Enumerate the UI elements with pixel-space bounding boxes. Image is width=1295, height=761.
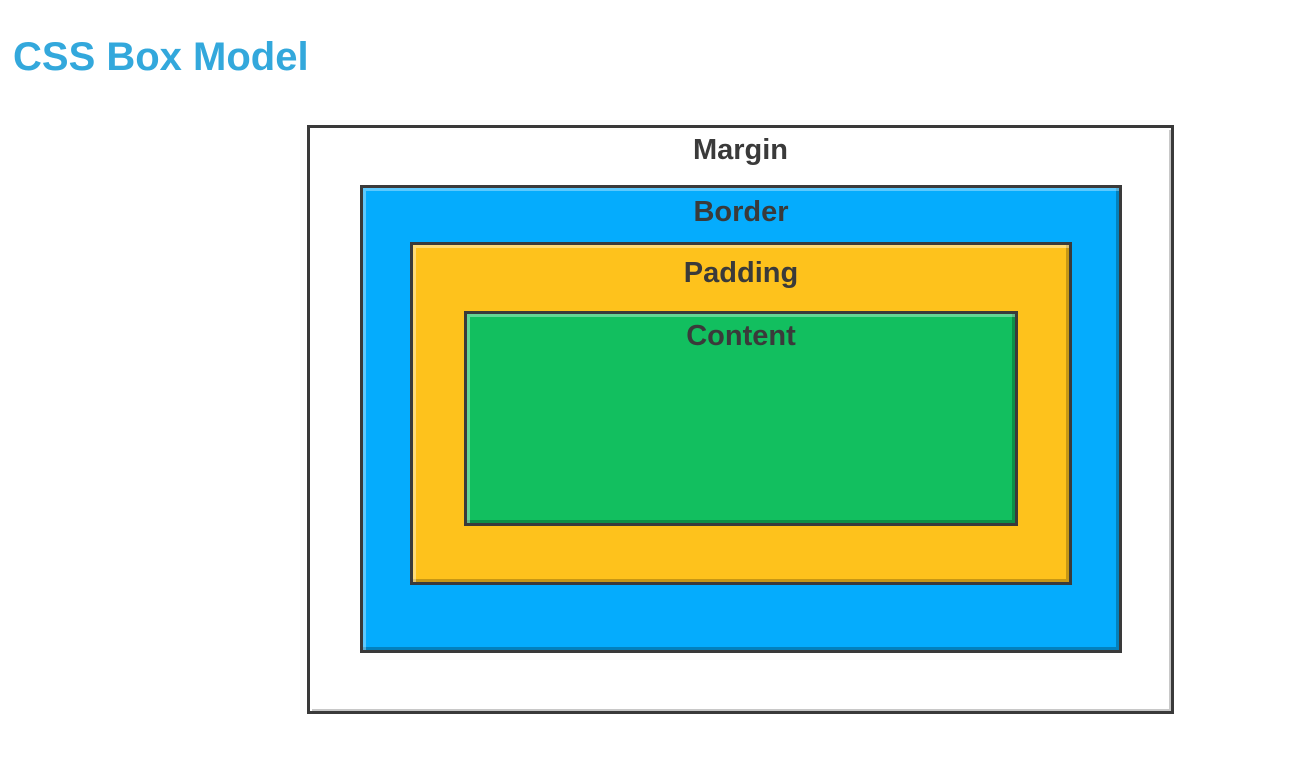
- padding-label: Padding: [683, 257, 799, 289]
- margin-label: Margin: [692, 134, 789, 166]
- content-box: Content: [464, 311, 1018, 526]
- border-label: Border: [693, 196, 789, 228]
- content-label: Content: [686, 320, 796, 352]
- page-title: CSS Box Model: [13, 35, 309, 79]
